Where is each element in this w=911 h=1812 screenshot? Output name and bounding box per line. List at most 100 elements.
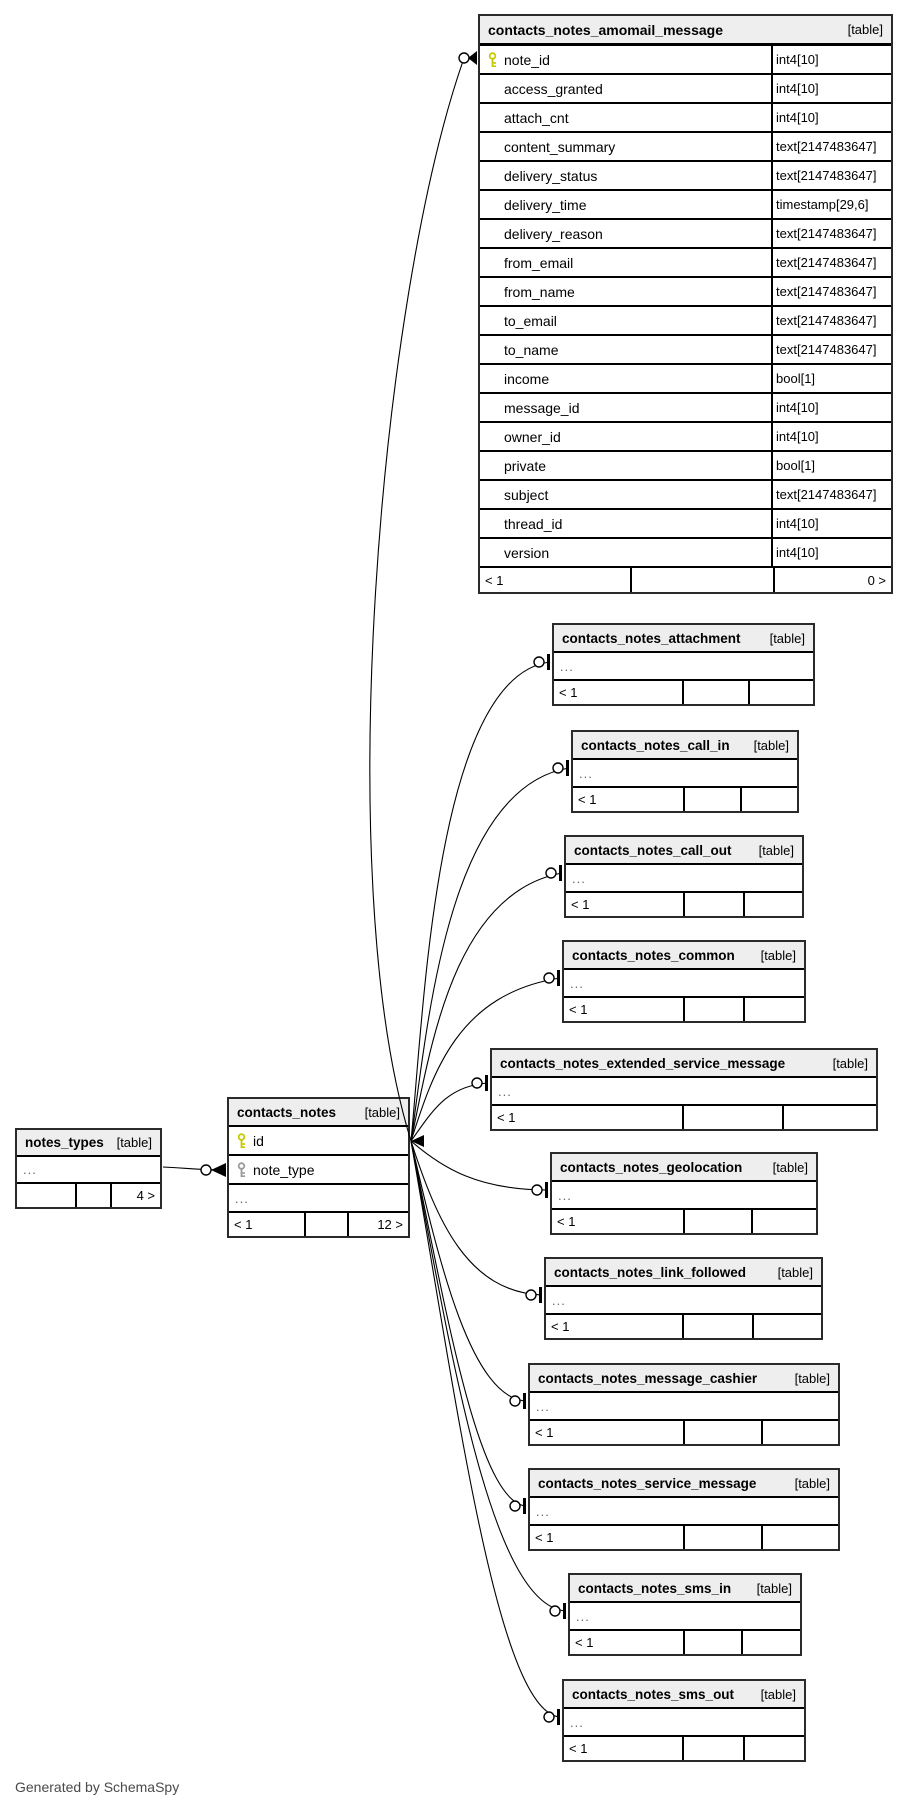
cardinality-zero-circle bbox=[545, 867, 557, 879]
column-row-delivery_status[interactable]: delivery_status text[2147483647] bbox=[480, 160, 891, 189]
column-name: delivery_status bbox=[504, 167, 598, 184]
table-header[interactable]: contacts_notes_attachment[table] bbox=[554, 625, 813, 653]
table-header[interactable]: contacts_notes_service_message[table] bbox=[530, 1470, 838, 1498]
column-type: timestamp[29,6] bbox=[771, 191, 891, 218]
footer-cell-children: < 1 bbox=[566, 893, 685, 916]
table-name: contacts_notes_common bbox=[572, 947, 735, 963]
column-name: private bbox=[504, 457, 547, 474]
relationship-line bbox=[410, 1082, 489, 1142]
table-footer: < 1 bbox=[566, 893, 802, 916]
table-contacts_notes_service_message[interactable]: contacts_notes_service_message[table] ..… bbox=[528, 1468, 840, 1551]
column-type: text[2147483647] bbox=[771, 133, 891, 160]
columns-ellipsis: ... bbox=[554, 653, 813, 681]
table-header[interactable]: contacts_notes_message_cashier[table] bbox=[530, 1365, 838, 1393]
column-row-delivery_time[interactable]: delivery_time timestamp[29,6] bbox=[480, 189, 891, 218]
table-contacts_notes_sms_out[interactable]: contacts_notes_sms_out[table] ... < 1 bbox=[562, 1679, 806, 1762]
table-header[interactable]: contacts_notes_geolocation[table] bbox=[552, 1154, 816, 1182]
table-header[interactable]: contacts_notes [table] bbox=[229, 1099, 408, 1127]
table-contacts_notes_common[interactable]: contacts_notes_common[table] ... < 1 bbox=[562, 940, 806, 1023]
cardinality-zero-circle bbox=[533, 656, 545, 668]
column-name: delivery_time bbox=[504, 196, 587, 213]
columns-ellipsis: ... bbox=[564, 1709, 804, 1737]
table-header[interactable]: contacts_notes_sms_in[table] bbox=[570, 1575, 800, 1603]
table-tag: [table] bbox=[772, 1159, 808, 1175]
column-name: id bbox=[253, 1132, 264, 1149]
column-row-note_type[interactable]: note_type bbox=[229, 1156, 408, 1185]
footer-cell-parents bbox=[745, 998, 804, 1021]
column-type: text[2147483647] bbox=[771, 162, 891, 189]
table-header[interactable]: contacts_notes_common[table] bbox=[564, 942, 804, 970]
table-contacts_notes_amomail_message[interactable]: contacts_notes_amomail_message [table] n… bbox=[478, 14, 893, 594]
table-contacts_notes_message_cashier[interactable]: contacts_notes_message_cashier[table] ..… bbox=[528, 1363, 840, 1446]
column-type: text[2147483647] bbox=[771, 481, 891, 508]
table-contacts_notes_link_followed[interactable]: contacts_notes_link_followed[table] ... … bbox=[544, 1257, 823, 1340]
table-footer: < 1 0 > bbox=[480, 566, 891, 592]
table-header[interactable]: contacts_notes_call_out[table] bbox=[566, 837, 802, 865]
table-contacts_notes_call_in[interactable]: contacts_notes_call_in[table] ... < 1 bbox=[571, 730, 799, 813]
table-contacts_notes_attachment[interactable]: contacts_notes_attachment[table] ... < 1 bbox=[552, 623, 815, 706]
footer-cell-children: < 1 bbox=[564, 998, 685, 1021]
relationship-line bbox=[410, 1140, 527, 1507]
table-footer: < 1 bbox=[530, 1526, 838, 1549]
footer-cell-parents: 4 > bbox=[136, 1188, 155, 1203]
cardinality-zero-circle bbox=[525, 1289, 537, 1301]
footer-cell-parents bbox=[763, 1421, 838, 1444]
footer-cell-children: < 1 bbox=[573, 788, 685, 811]
cardinality-tee bbox=[566, 760, 569, 776]
table-footer: < 1 bbox=[573, 788, 797, 811]
column-name: from_name bbox=[504, 283, 575, 300]
footer-cell-mid bbox=[684, 1315, 754, 1338]
table-header[interactable]: contacts_notes_extended_service_message[… bbox=[492, 1050, 876, 1078]
table-contacts_notes_call_out[interactable]: contacts_notes_call_out[table] ... < 1 bbox=[564, 835, 804, 918]
footer-cell-children: < 1 bbox=[554, 681, 684, 704]
table-header[interactable]: notes_types [table] bbox=[17, 1130, 160, 1157]
table-header[interactable]: contacts_notes_sms_out[table] bbox=[564, 1681, 804, 1709]
cardinality-tee bbox=[559, 865, 562, 881]
column-row-id[interactable]: id bbox=[229, 1127, 408, 1156]
table-header[interactable]: contacts_notes_amomail_message [table] bbox=[480, 16, 891, 44]
columns-ellipsis: ... bbox=[530, 1498, 838, 1526]
column-name: attach_cnt bbox=[504, 109, 569, 126]
table-notes_types[interactable]: notes_types [table] ... 4 > bbox=[15, 1128, 162, 1209]
footer-cell-parents bbox=[745, 1737, 804, 1760]
table-name: contacts_notes_service_message bbox=[538, 1475, 757, 1491]
column-type: int4[10] bbox=[771, 510, 891, 537]
foreign-key-icon bbox=[229, 1161, 253, 1178]
table-header[interactable]: contacts_notes_call_in[table] bbox=[573, 732, 797, 760]
crow-foot-arrows bbox=[211, 51, 477, 1177]
table-name: contacts_notes_extended_service_message bbox=[500, 1055, 786, 1071]
footer-cell-mid bbox=[632, 568, 775, 592]
table-name: notes_types bbox=[25, 1135, 104, 1150]
table-footer: < 1 bbox=[570, 1631, 800, 1654]
table-contacts_notes_sms_in[interactable]: contacts_notes_sms_in[table] ... < 1 bbox=[568, 1573, 802, 1656]
table-contacts_notes_extended_service_message[interactable]: contacts_notes_extended_service_message[… bbox=[490, 1048, 878, 1131]
column-type: int4[10] bbox=[771, 394, 891, 421]
column-name: delivery_reason bbox=[504, 225, 603, 242]
footer-cell-parents bbox=[784, 1106, 876, 1129]
table-header[interactable]: contacts_notes_link_followed[table] bbox=[546, 1259, 821, 1287]
table-footer: < 1 bbox=[554, 681, 813, 704]
column-name: to_email bbox=[504, 312, 557, 329]
columns-ellipsis: ... bbox=[564, 970, 804, 998]
table-contacts_notes[interactable]: contacts_notes [table] id note_type ... … bbox=[227, 1097, 410, 1238]
column-type: bool[1] bbox=[771, 365, 891, 392]
table-footer: < 1 bbox=[546, 1315, 821, 1338]
table-contacts_notes_geolocation[interactable]: contacts_notes_geolocation[table] ... < … bbox=[550, 1152, 818, 1235]
